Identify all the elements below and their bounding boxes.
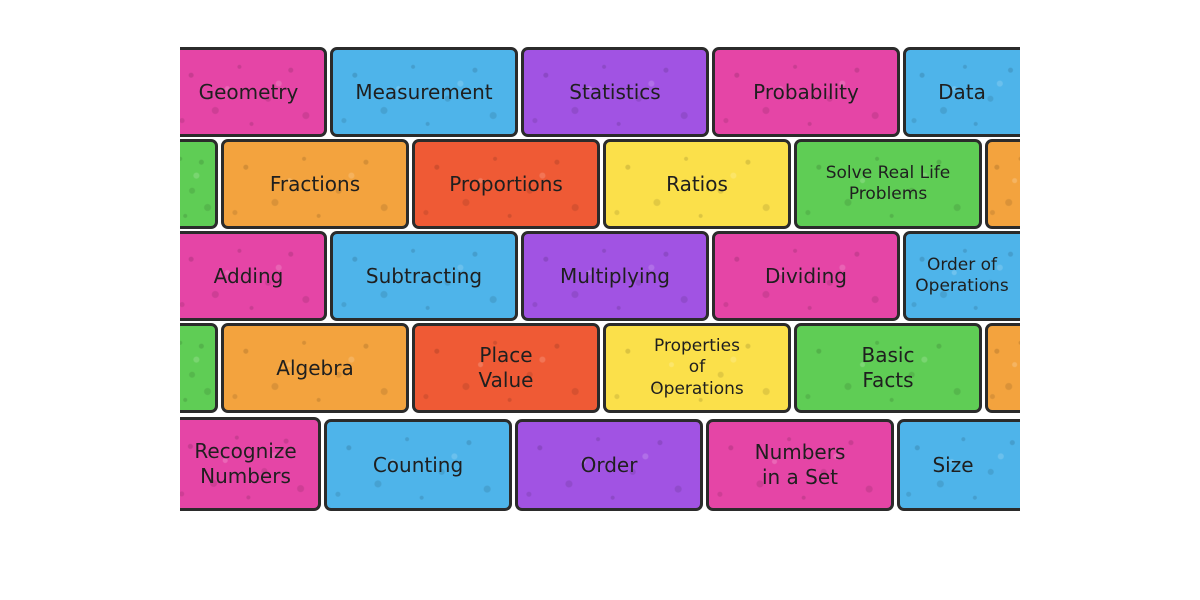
brick-recognize-numbers: Recognize Numbers (180, 417, 321, 511)
brick-multiplying: Multiplying (521, 231, 709, 321)
brick-partial-right (985, 323, 1020, 413)
brick-ratios: Ratios (603, 139, 791, 229)
brick-algebra: Algebra (221, 323, 409, 413)
brick-proportions: Proportions (412, 139, 600, 229)
brick-label: Properties of Operations (650, 336, 744, 399)
brick-label: Fractions (269, 171, 361, 196)
brick-label: Probability (753, 79, 859, 104)
brick-statistics: Statistics (521, 47, 709, 137)
brick-label: Multiplying (560, 263, 670, 288)
brick-subtracting: Subtracting (330, 231, 518, 321)
brick-label: Recognize Numbers (194, 439, 297, 488)
brick-data: Data (903, 47, 1020, 137)
brick-adding: Adding (180, 231, 327, 321)
brick-properties-of-operations: Properties of Operations (603, 323, 791, 413)
brick-probability: Probability (712, 47, 900, 137)
brick-label: Adding (213, 263, 284, 288)
brick-solve-real-life-problems: Solve Real Life Problems (794, 139, 982, 229)
brick-label: Order of Operations (915, 254, 1009, 296)
brick-dividing: Dividing (712, 231, 900, 321)
brick-label: Algebra (276, 355, 354, 380)
brick-label: Data (938, 79, 986, 104)
brick-numbers-in-a-set: Numbers in a Set (706, 419, 894, 511)
brick-wall: Geometry Measurement Statistics Probabil… (180, 44, 1020, 514)
brick-label: Geometry (198, 79, 299, 104)
brick-label: Basic Facts (861, 343, 915, 392)
brick-label: Counting (372, 452, 464, 477)
brick-partial-left (180, 139, 218, 229)
brick-place-value: Place Value (412, 323, 600, 413)
brick-label: Statistics (569, 79, 661, 104)
brick-label: Subtracting (365, 263, 483, 288)
brick-label: Solve Real Life Problems (825, 162, 951, 204)
brick-label: Dividing (765, 263, 847, 288)
brick-label: Measurement (355, 79, 493, 104)
brick-partial-left (180, 323, 218, 413)
brick-geometry: Geometry (180, 47, 327, 137)
brick-order: Order (515, 419, 703, 511)
brick-order-of-operations: Order of Operations (903, 231, 1020, 321)
brick-label: Size (932, 452, 974, 477)
brick-fractions: Fractions (221, 139, 409, 229)
brick-label: Proportions (449, 171, 563, 196)
brick-label: Order (580, 452, 638, 477)
brick-counting: Counting (324, 419, 512, 511)
brick-size: Size (897, 419, 1020, 511)
brick-label: Numbers in a Set (754, 440, 846, 489)
brick-basic-facts: Basic Facts (794, 323, 982, 413)
brick-label: Place Value (478, 343, 534, 392)
brick-label: Ratios (666, 171, 728, 196)
brick-partial-right (985, 139, 1020, 229)
brick-measurement: Measurement (330, 47, 518, 137)
